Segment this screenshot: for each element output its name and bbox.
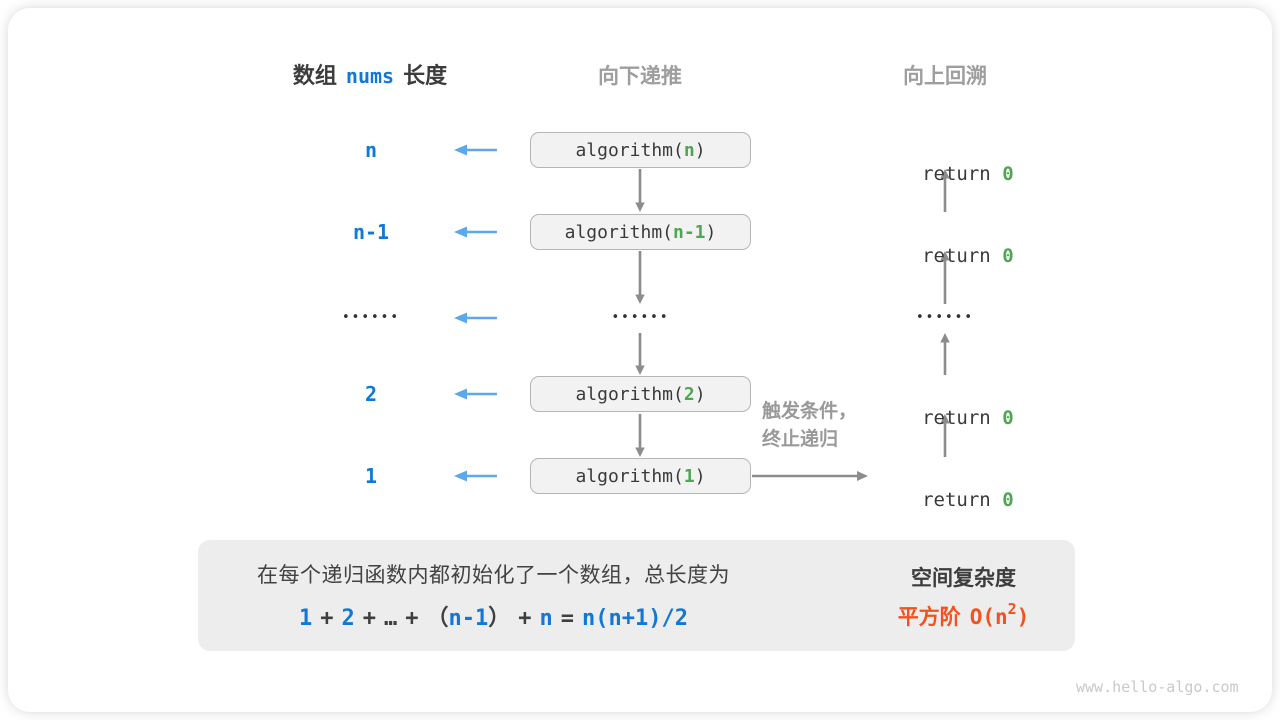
return-value: 0 [1002, 245, 1014, 267]
column-header-recurse-down: 向下递推 [598, 65, 682, 88]
algorithm-call-box-n: algorithm(n) [530, 132, 751, 168]
return-statement: return 0 [866, 138, 1024, 210]
call-param: n-1 [673, 221, 706, 243]
eq-operator: + [405, 606, 419, 631]
return-value: 0 [1002, 163, 1014, 185]
header-length-label: 长度 [403, 63, 448, 88]
ellipsis-right: •••••• [915, 310, 974, 325]
return-value: 0 [1002, 407, 1014, 429]
summary-panel [198, 540, 1075, 651]
call-text: ) [694, 139, 706, 161]
big-o-text: ) [1016, 605, 1030, 629]
eq-result: n(n+1)/2 [582, 606, 688, 631]
call-text: algorithm( [575, 383, 684, 405]
eq-operator: + [362, 606, 376, 631]
eq-ellipsis: … [384, 606, 398, 631]
return-statement: return 0 [866, 220, 1024, 292]
return-keyword: return [922, 245, 1003, 267]
ellipsis-middle: •••••• [611, 310, 670, 325]
return-statement: return 0 [866, 464, 1024, 536]
return-statement: return 0 [866, 382, 1024, 454]
return-keyword: return [922, 489, 1003, 511]
header-array-label: 数组 [292, 63, 337, 88]
eq-term: 1 [299, 606, 313, 631]
complexity-order-label: 平方阶 [897, 606, 961, 629]
column-header-array-length: 数组 nums 长度 [240, 58, 500, 90]
call-text: algorithm( [575, 465, 684, 487]
space-complexity-value: 平方阶 O(n2) [856, 600, 1071, 631]
header-nums-code: nums [345, 64, 395, 88]
length-label-1: 1 [364, 464, 378, 488]
big-o-text: O(n [969, 605, 1008, 629]
big-o-exponent: 2 [1007, 600, 1017, 618]
return-keyword: return [922, 163, 1003, 185]
call-text: ) [694, 465, 706, 487]
algorithm-call-box-n-1: algorithm(n-1) [530, 214, 751, 250]
algorithm-call-box-2: algorithm(2) [530, 376, 751, 412]
call-text: algorithm( [575, 139, 684, 161]
eq-term: n [539, 606, 553, 631]
summary-description: 在每个递归函数内都初始化了一个数组，总长度为 [257, 564, 730, 587]
ellipsis-left: •••••• [341, 310, 400, 325]
eq-operator: + [518, 606, 532, 631]
space-complexity-title: 空间复杂度 [911, 567, 1016, 590]
call-param: 2 [683, 383, 695, 405]
summary-equation: 1 + 2 + … + （n-1） + n = n(n+1)/2 [205, 600, 782, 632]
return-keyword: return [922, 407, 1003, 429]
eq-term: 2 [341, 606, 355, 631]
annotation-line: 触发条件， [762, 401, 858, 422]
call-text: ) [705, 221, 717, 243]
eq-term-group: （n-1） [427, 600, 511, 632]
call-text: ) [694, 383, 706, 405]
call-param: 1 [683, 465, 695, 487]
terminate-condition-annotation: 触发条件， 终止递归 [762, 398, 874, 454]
eq-term: n-1 [448, 606, 489, 631]
return-value: 0 [1002, 489, 1014, 511]
length-label-n-1: n-1 [352, 220, 390, 244]
eq-paren: （ [426, 606, 449, 631]
length-label-2: 2 [364, 382, 378, 406]
algorithm-call-box-1: algorithm(1) [530, 458, 751, 494]
eq-operator: + [320, 606, 334, 631]
annotation-line: 终止递归 [762, 429, 839, 450]
big-o-notation: O(n2) [969, 600, 1030, 629]
length-label-n: n [364, 138, 378, 162]
eq-paren: ） [488, 606, 511, 631]
eq-equals: = [560, 606, 575, 631]
call-text: algorithm( [564, 221, 673, 243]
watermark-url: www.hello-algo.com [1076, 678, 1239, 696]
column-header-backtrack-up: 向上回溯 [903, 65, 987, 88]
call-param: n [683, 139, 695, 161]
